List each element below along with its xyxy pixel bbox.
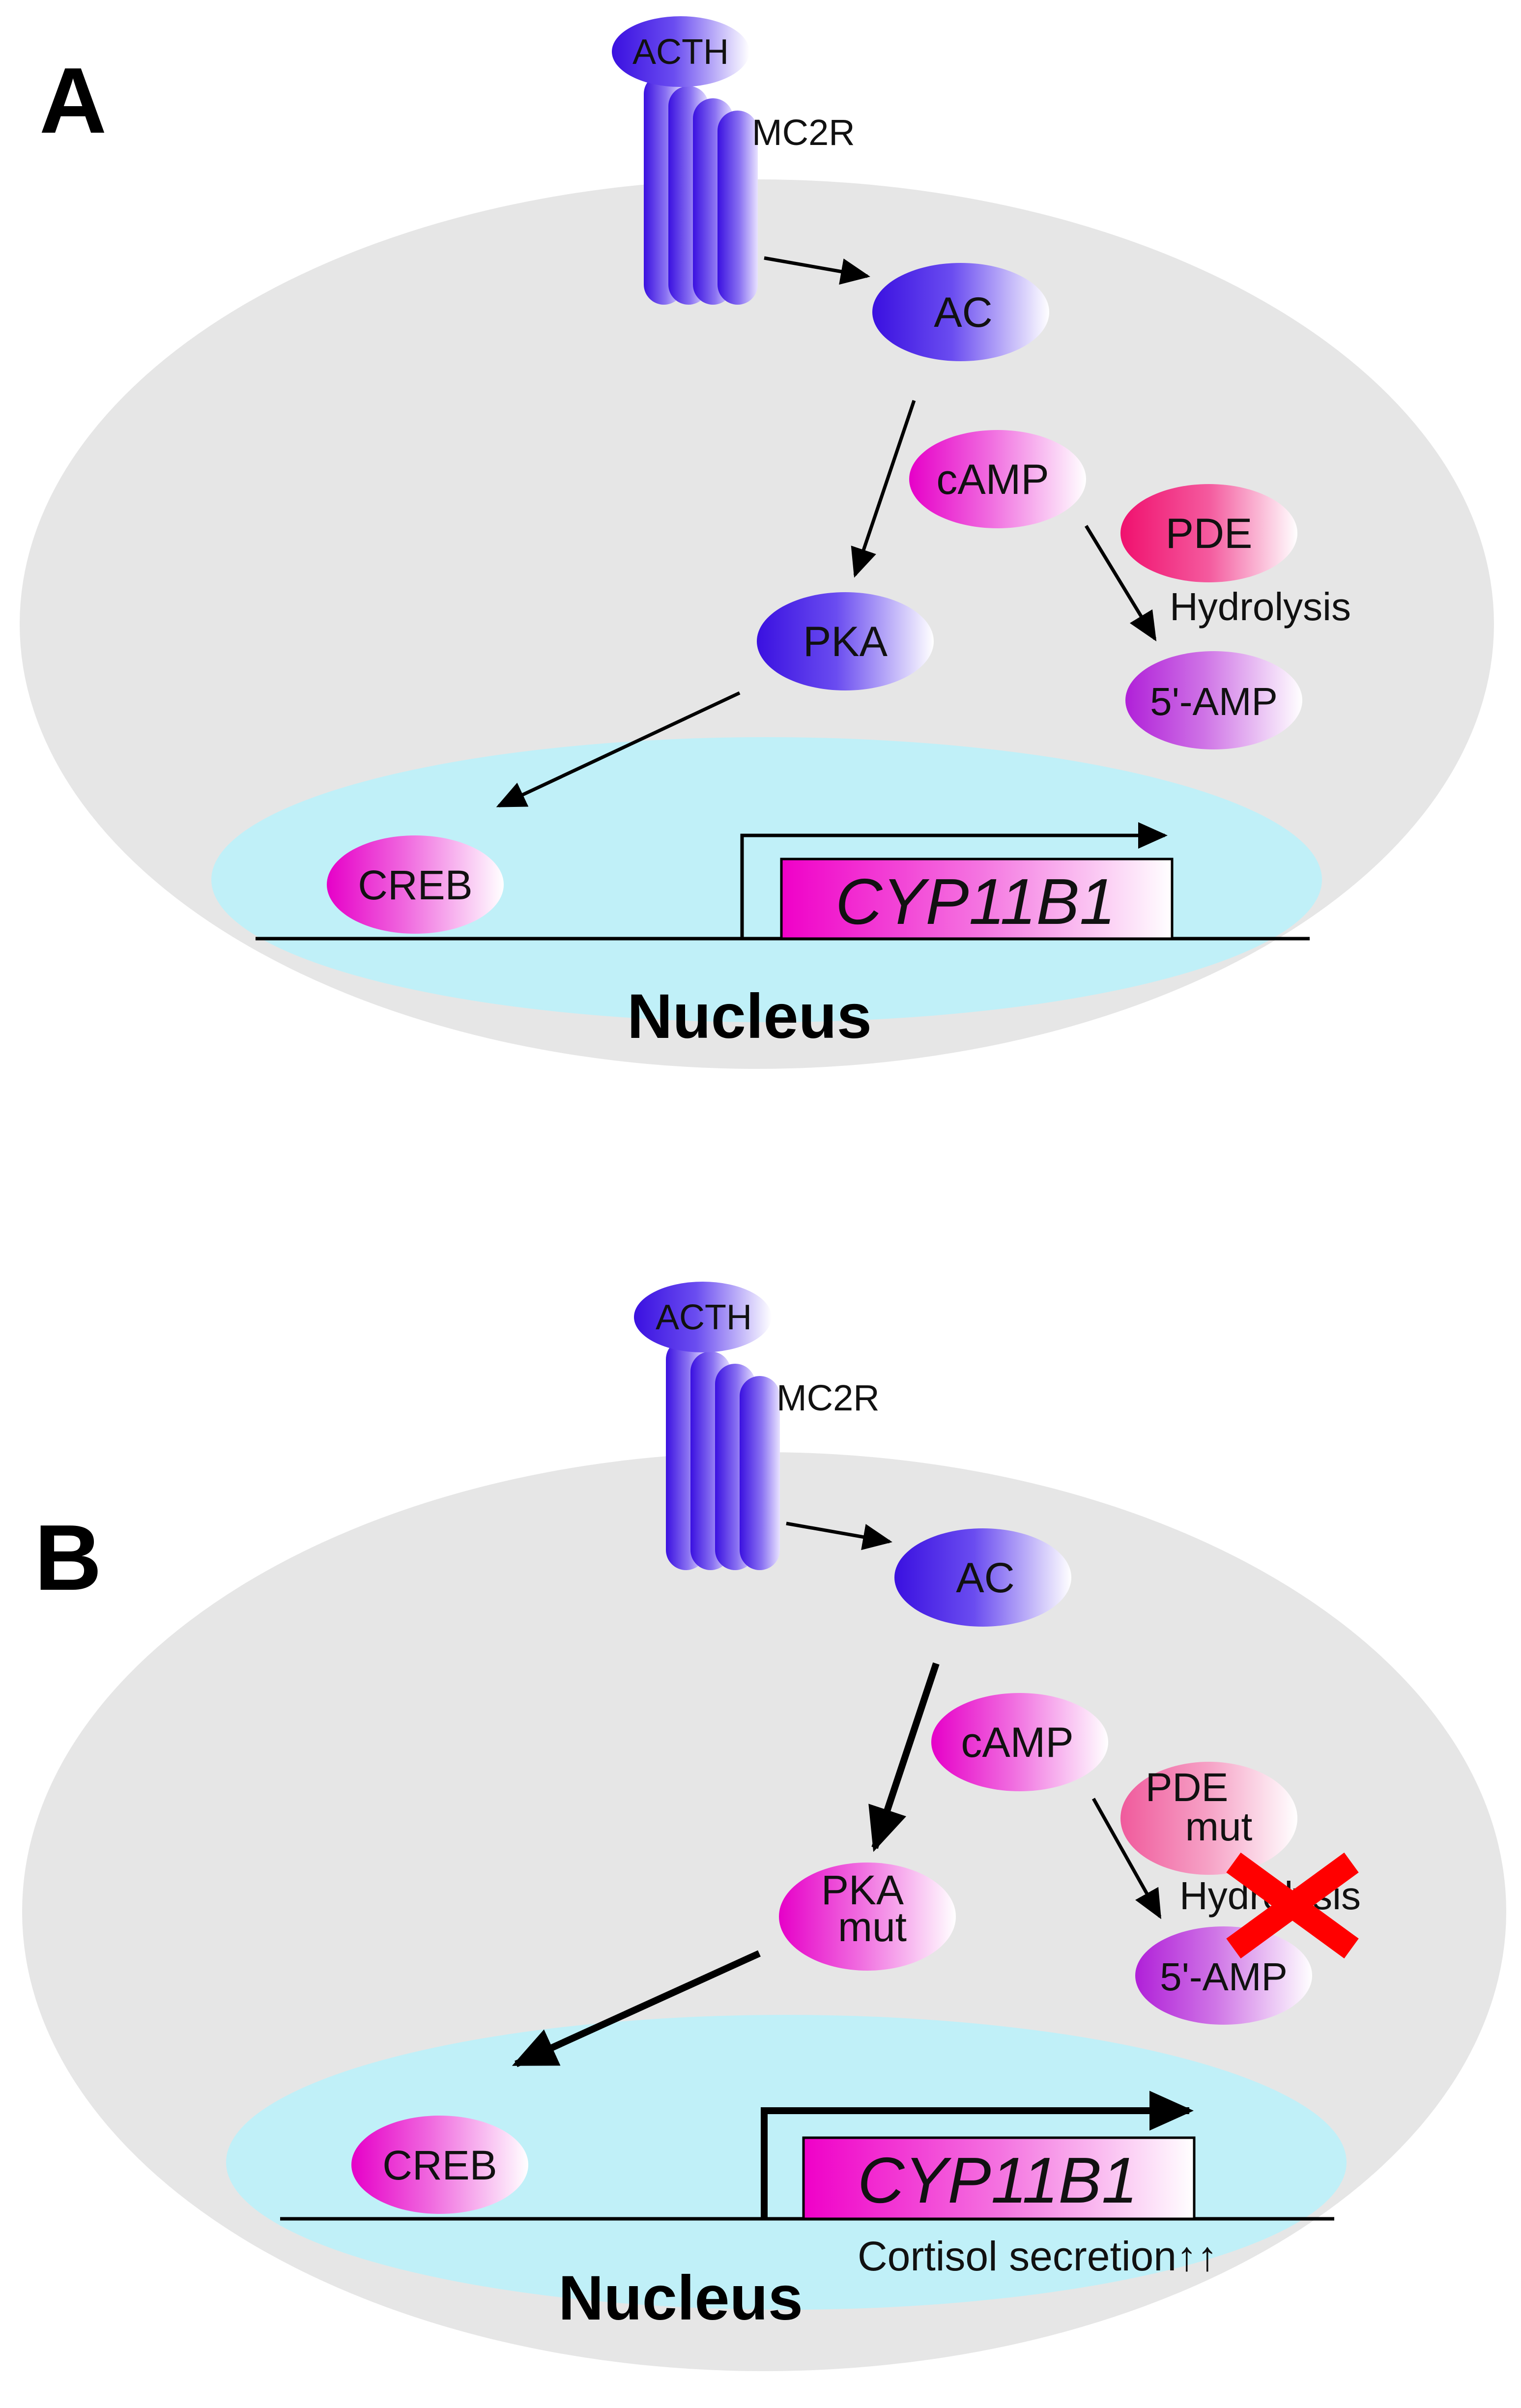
panel-b-arrow-camp-to-5amp — [1091, 1798, 1162, 1920]
panel-b-letter: B — [34, 1506, 102, 1610]
panel-a-acth-label: ACTH — [632, 32, 729, 72]
panel-b: B ACTH MC2R AC cAMP PDE mut Hydrolysis 5… — [22, 1282, 1506, 2371]
panel-b-mc2r-label: MC2R — [776, 1377, 880, 1418]
panel-b-pde-mut-label: mut — [1185, 1805, 1253, 1849]
panel-b-nucleus — [226, 2015, 1347, 2310]
panel-a-nucleus — [211, 737, 1322, 1022]
panel-b-gene-label: CYP11B1 — [858, 2144, 1138, 2216]
panel-a-pka-node — [757, 592, 934, 690]
panel-a-creb-node — [327, 835, 504, 934]
panel-b-pka-mut-node — [779, 1863, 956, 1971]
panel-b-arrow-receptor-to-ac — [786, 1521, 892, 1550]
panel-b-nucleus-label: Nucleus — [558, 2263, 803, 2333]
panel-a-hydrolysis-label: Hydrolysis — [1170, 585, 1351, 629]
panel-a-creb-label: CREB — [358, 862, 472, 908]
panel-a: A ACTH MC2R AC cAMP PDE Hydrolysis 5'-AM… — [20, 16, 1494, 1069]
panel-b-pka-label: PKA — [821, 1867, 904, 1913]
panel-b-ac-label: AC — [956, 1554, 1014, 1602]
panel-a-acth-ligand — [612, 16, 749, 87]
panel-b-camp-label: cAMP — [961, 1719, 1073, 1766]
panel-b-gene-box — [802, 2136, 1196, 2220]
panel-a-camp-node — [909, 430, 1086, 528]
panel-a-arrow-receptor-to-ac — [764, 256, 870, 285]
panel-a-arrow-camp-to-5amp — [1085, 525, 1157, 642]
panel-a-letter: A — [39, 49, 107, 153]
panel-b-ac-node — [894, 1528, 1071, 1627]
panel-b-pde-mut-node — [1120, 1762, 1297, 1875]
panel-a-gene-box — [780, 858, 1174, 940]
panel-a-ac-label: AC — [934, 289, 992, 336]
panel-a-pde-node — [1120, 484, 1297, 582]
blocked-hydrolysis-cross-icon — [1226, 1852, 1359, 1959]
panel-a-gene-label: CYP11B1 — [835, 865, 1116, 938]
panel-b-acth-label: ACTH — [656, 1298, 752, 1337]
panel-a-5amp-node — [1125, 651, 1302, 749]
panel-b-pde-label: PDE — [1146, 1765, 1229, 1810]
panel-a-5amp-label: 5'-AMP — [1150, 680, 1278, 723]
panel-a-nucleus-label: Nucleus — [627, 981, 872, 1052]
panel-a-arrow-pka-to-creb — [496, 691, 741, 808]
panel-a-camp-label: cAMP — [936, 456, 1049, 503]
panel-b-cortisol-note: Cortisol secretion↑↑ — [858, 2233, 1218, 2279]
panel-b-arrow-pka-to-creb — [512, 1950, 761, 2067]
panel-a-arrow-ac-to-pka — [851, 400, 916, 578]
panel-b-mc2r-receptor — [666, 1339, 780, 1570]
panel-a-pka-label: PKA — [803, 618, 888, 665]
panel-b-acth-ligand — [634, 1282, 772, 1352]
panel-b-5amp-node — [1135, 1926, 1312, 2025]
panel-a-pde-label: PDE — [1166, 510, 1253, 557]
panel-a-mc2r-label: MC2R — [752, 112, 855, 153]
panel-b-5amp-label: 5'-AMP — [1160, 1955, 1288, 1999]
panel-b-camp-node — [931, 1693, 1108, 1791]
panel-b-pka-mut-label: mut — [838, 1904, 907, 1950]
panel-a-transcription-arrow — [740, 822, 1168, 939]
panel-a-mc2r-receptor — [644, 74, 758, 305]
panel-a-ac-node — [872, 263, 1049, 361]
panel-b-arrow-ac-to-pka — [868, 1662, 940, 1852]
panel-b-creb-node — [351, 2116, 528, 2214]
panel-b-transcription-arrow — [761, 2091, 1194, 2219]
panel-b-creb-label: CREB — [382, 2142, 497, 2188]
